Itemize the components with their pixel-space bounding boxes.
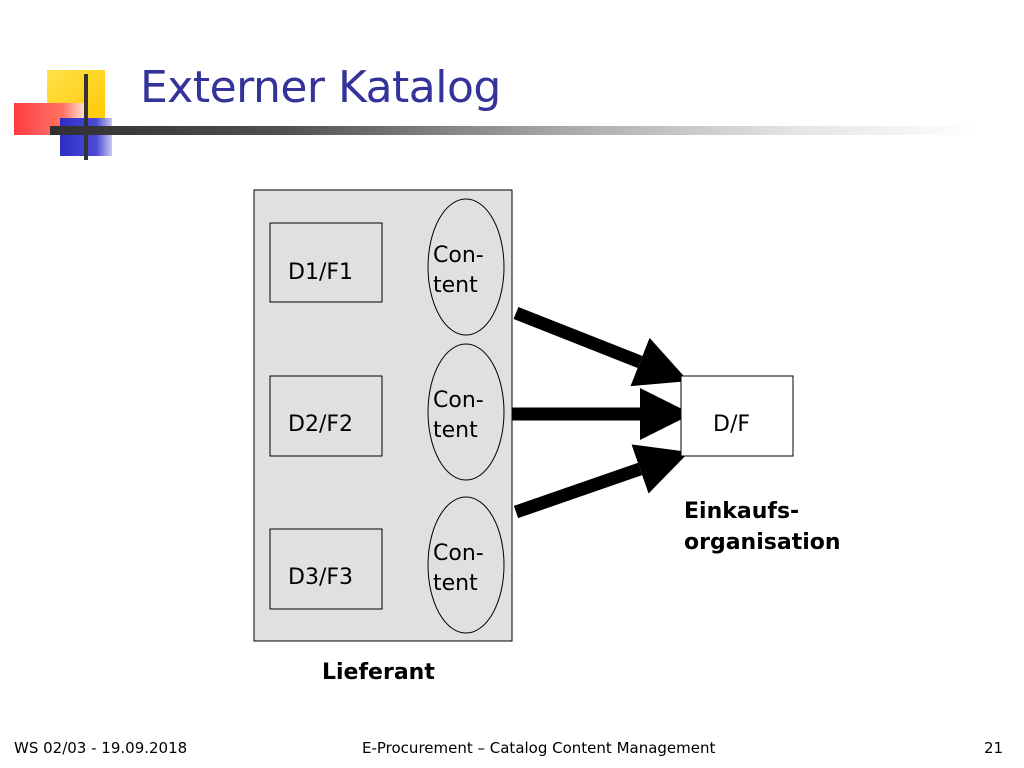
data-box-3-label: D3/F3 (288, 565, 353, 590)
buyer-box (680, 375, 794, 457)
arrow-lower (513, 444, 690, 519)
footer-course-title: E-Procurement – Catalog Content Manageme… (362, 739, 716, 757)
content-ellipse-2 (427, 343, 505, 481)
content-1-line1: Con- (433, 243, 484, 268)
data-box-2-label: D2/F2 (288, 412, 353, 437)
content-ellipse-3 (427, 496, 505, 634)
data-box-2 (269, 375, 383, 457)
data-box-1 (269, 222, 383, 303)
buyer-label-line2: organisation (684, 530, 841, 555)
data-box-1-label: D1/F1 (288, 260, 353, 285)
content-ellipse-1 (427, 198, 505, 336)
content-3-line2: tent (433, 571, 478, 596)
content-3-line1: Con- (433, 541, 484, 566)
content-2-line2: tent (433, 418, 478, 443)
title-underline (50, 126, 980, 135)
content-1-line2: tent (433, 273, 478, 298)
buyer-label-line1: Einkaufs- (684, 499, 799, 524)
footer-page-number: 21 (984, 739, 1004, 757)
logo-vertical-line (84, 74, 88, 160)
supplier-label: Lieferant (322, 660, 435, 685)
footer-date: WS 02/03 - 19.09.2018 (14, 739, 188, 757)
arrow-upper (513, 306, 689, 387)
slide-title: Externer Katalog (140, 62, 501, 113)
buyer-box-label: D/F (713, 412, 750, 437)
supplier-container (253, 189, 513, 642)
content-2-line1: Con- (433, 388, 484, 413)
data-box-3 (269, 528, 383, 610)
